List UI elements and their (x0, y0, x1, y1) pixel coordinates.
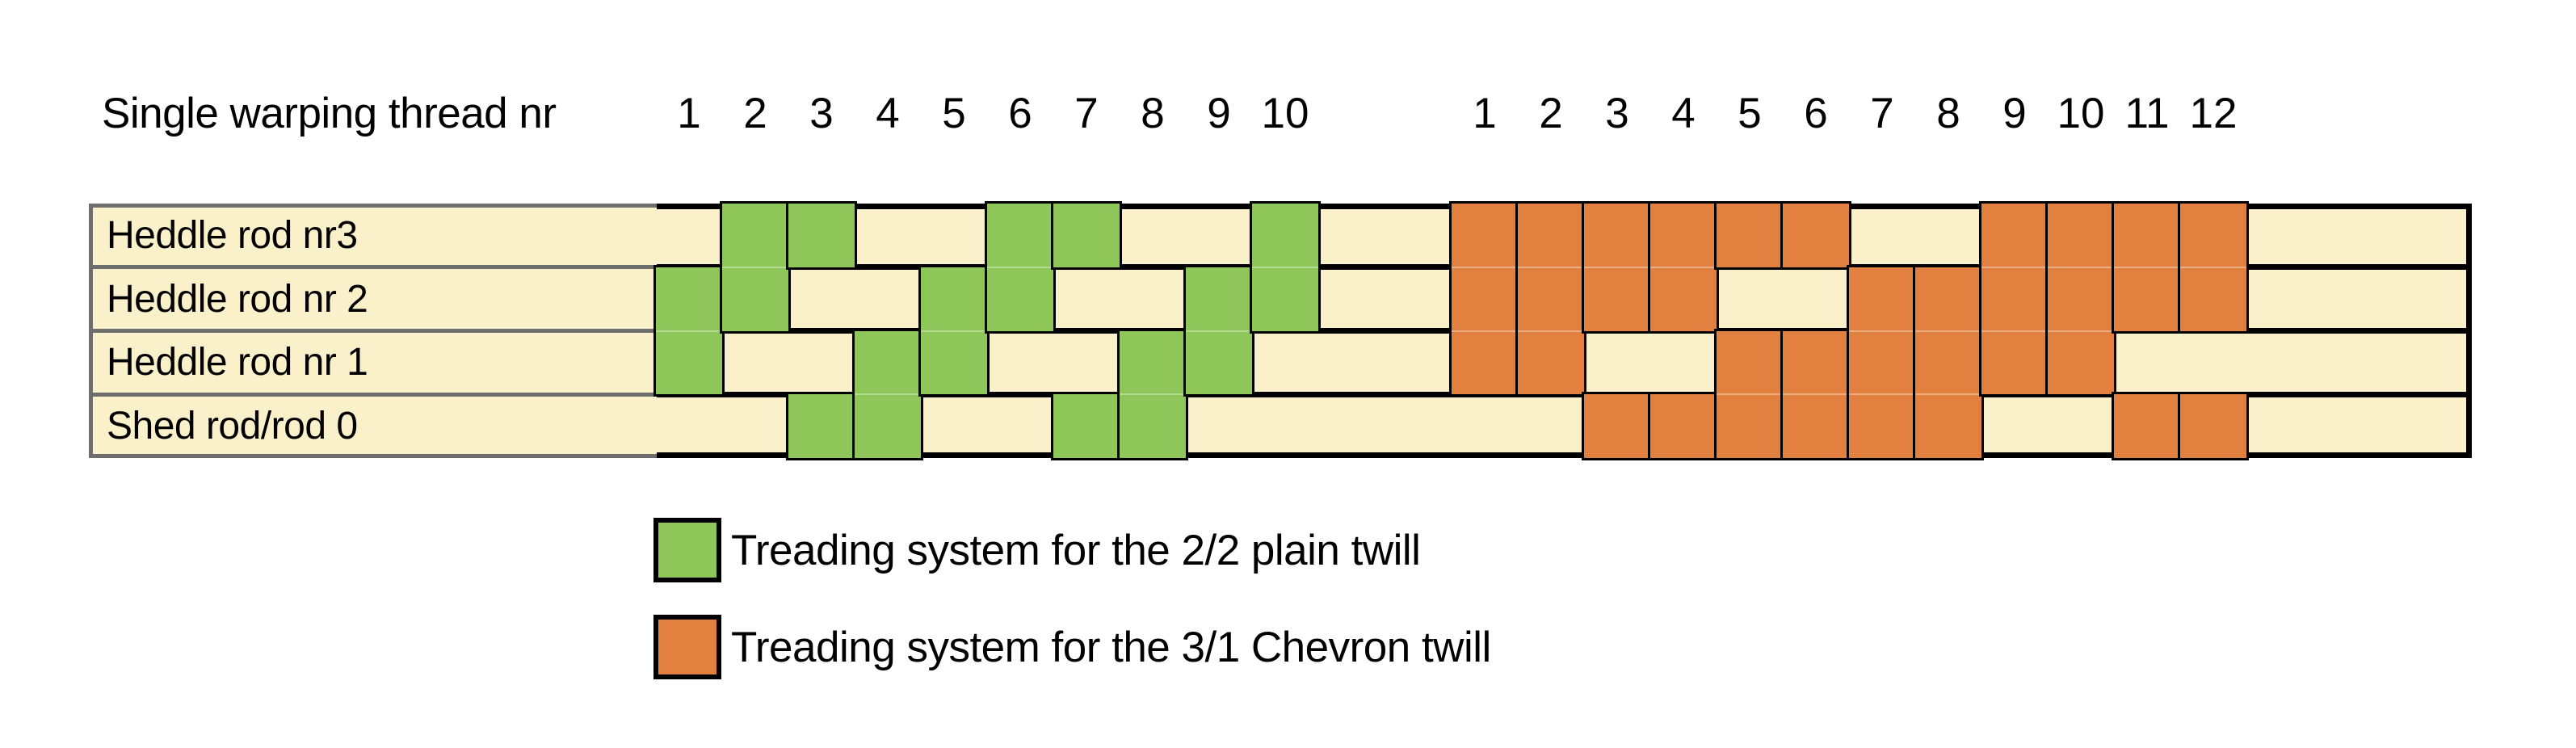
cell-row-join-line (1849, 393, 1915, 396)
grid-cell-orange-row1-thread-7 (1847, 264, 1918, 460)
grid-cell-green-row0-thread-3 (786, 201, 857, 270)
cell-row-join-line (1915, 330, 1981, 332)
cell-row-join-line (656, 330, 722, 332)
thread-number-orange-10: 10 (2057, 90, 2105, 137)
grid-cell-orange-row0-thread-4 (1648, 201, 1719, 334)
thread-number-orange-2: 2 (1539, 90, 1563, 137)
grid-cell-orange-row0-thread-10 (2045, 201, 2116, 397)
grid-cell-green-row3-thread-3 (786, 392, 857, 460)
row-separator-grey-2 (89, 329, 657, 333)
row-label-heddle-rod-2: Heddle rod nr 2 (107, 277, 368, 321)
cell-row-join-line (722, 266, 788, 268)
row-separator-grey-3 (89, 392, 657, 397)
cell-row-join-line (1849, 330, 1915, 332)
cell-row-join-line (1783, 393, 1849, 396)
cell-row-join-line (1915, 393, 1981, 396)
cell-row-join-line (1650, 266, 1717, 268)
cell-row-join-line (2048, 330, 2114, 332)
row-separator-grey-1 (89, 265, 657, 270)
cell-row-join-line (1186, 330, 1252, 332)
grid-cell-green-row1-thread-9 (1183, 264, 1254, 397)
legend-swatch-green-icon (653, 518, 721, 582)
grid-cell-green-row2-thread-8 (1117, 328, 1188, 460)
cell-row-join-line (855, 393, 921, 396)
cell-row-join-line (1452, 266, 1518, 268)
grid-cell-orange-row0-thread-12 (2178, 201, 2249, 334)
grid-border-bottom-black (657, 452, 2472, 458)
cell-row-join-line (987, 266, 1053, 268)
grid-cell-green-row3-thread-7 (1051, 392, 1122, 460)
thread-number-orange-8: 8 (1936, 90, 1960, 137)
cell-row-join-line (1518, 330, 1584, 332)
grid-cell-green-row1-thread-5 (918, 264, 990, 397)
cell-row-join-line (1252, 266, 1318, 268)
grid-cell-orange-row3-thread-4 (1648, 392, 1719, 460)
grid-cell-green-row0-thread-10 (1250, 201, 1321, 334)
thread-number-orange-1: 1 (1473, 90, 1497, 137)
grid-cell-orange-row0-thread-5 (1714, 201, 1785, 270)
grid-cell-orange-row3-thread-11 (2112, 392, 2183, 460)
grid-cell-green-row2-thread-4 (852, 328, 923, 460)
grid-cell-orange-row0-thread-6 (1780, 201, 1851, 270)
thread-number-orange-11: 11 (2124, 90, 2170, 137)
legend-label-plain-twill: Treading system for the 2/2 plain twill (731, 526, 1421, 574)
row-label-heddle-rod-3: Heddle rod nr3 (107, 213, 358, 257)
row-label-shed-rod-0: Shed rod/rod 0 (107, 405, 358, 448)
grid-cell-orange-row0-thread-3 (1582, 201, 1653, 334)
thread-number-green-2: 2 (743, 90, 767, 137)
grid-cell-orange-row0-thread-2 (1515, 201, 1586, 397)
cell-row-join-line (921, 330, 987, 332)
cell-row-join-line (2180, 266, 2246, 268)
thread-number-orange-5: 5 (1738, 90, 1762, 137)
grid-cell-green-row0-thread-2 (720, 201, 791, 334)
grid-cell-orange-row0-thread-11 (2112, 201, 2183, 334)
cell-row-join-line (1981, 266, 2048, 268)
thread-number-green-9: 9 (1207, 90, 1231, 137)
cell-row-join-line (1584, 266, 1650, 268)
thread-number-green-10: 10 (1261, 90, 1309, 137)
row-label-heddle-rod-1: Heddle rod nr 1 (107, 341, 368, 385)
cell-row-join-line (2114, 266, 2180, 268)
grid-cell-green-row0-thread-6 (985, 201, 1056, 334)
thread-number-orange-6: 6 (1804, 90, 1828, 137)
thread-number-orange-12: 12 (2189, 90, 2238, 137)
cell-row-join-line (1981, 330, 2048, 332)
diagram-title: Single warping thread nr (102, 90, 557, 137)
grid-cell-orange-row0-thread-1 (1449, 201, 1520, 397)
grid-cell-orange-row0-thread-9 (1979, 201, 2050, 397)
legend-label-chevron-twill: Treading system for the 3/1 Chevron twil… (731, 623, 1491, 671)
grid-cell-orange-row3-thread-3 (1582, 392, 1653, 460)
grid-border-top-grey (89, 204, 657, 208)
legend-swatch-orange-icon (653, 615, 721, 679)
legend-item-plain-twill: Treading system for the 2/2 plain twill (653, 518, 1421, 582)
thread-number-green-8: 8 (1141, 90, 1165, 137)
thread-number-green-5: 5 (942, 90, 966, 137)
grid-border-bottom-grey (89, 454, 657, 458)
thread-number-orange-7: 7 (1870, 90, 1894, 137)
threading-grid: Heddle rod nr3 Heddle rod nr 2 Heddle ro… (89, 201, 2472, 460)
thread-number-green-3: 3 (809, 90, 834, 137)
thread-number-orange-9: 9 (2002, 90, 2027, 137)
cell-row-join-line (1120, 393, 1186, 396)
cell-row-join-line (1452, 330, 1518, 332)
thread-number-orange-4: 4 (1671, 90, 1696, 137)
thread-number-orange-3: 3 (1605, 90, 1629, 137)
thread-number-green-7: 7 (1074, 90, 1099, 137)
grid-cell-green-row0-thread-7 (1051, 201, 1122, 270)
thread-number-green-1: 1 (677, 90, 701, 137)
grid-cell-orange-row2-thread-5 (1714, 328, 1785, 460)
thread-number-green-6: 6 (1008, 90, 1032, 137)
grid-cell-orange-row2-thread-6 (1780, 328, 1851, 460)
cell-row-join-line (1518, 266, 1584, 268)
legend-item-chevron-twill: Treading system for the 3/1 Chevron twil… (653, 615, 1491, 679)
thread-number-green-4: 4 (876, 90, 900, 137)
grid-cell-orange-row3-thread-12 (2178, 392, 2249, 460)
grid-cell-orange-row1-thread-8 (1913, 264, 1984, 460)
grid-cell-green-row1-thread-1 (653, 264, 725, 397)
cell-row-join-line (2048, 266, 2114, 268)
cell-row-join-line (1717, 393, 1783, 396)
